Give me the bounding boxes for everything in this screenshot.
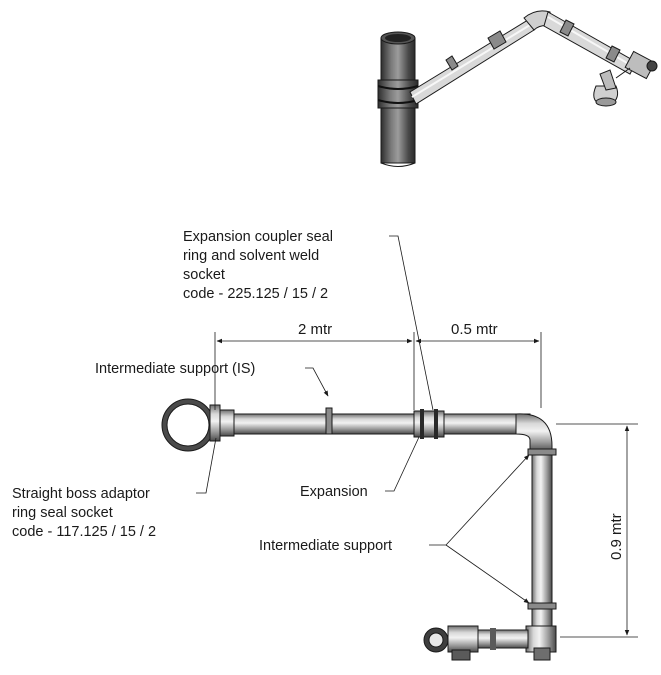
support-clip-horizontal (325, 407, 333, 435)
horizontal-pipe (233, 413, 531, 435)
dimension-09mtr: 0.9 mtr (556, 423, 638, 638)
dimension-2mtr: 2 mtr (214, 321, 415, 410)
callout-intermediate-support: Intermediate support (259, 454, 530, 604)
dimension-05mtr: 0.5 mtr (415, 321, 542, 408)
label-expansion-coupler-line3: socket (183, 267, 225, 283)
label-straight-boss-line3: code - 117.125 / 15 / 2 (12, 524, 156, 540)
vertical-pipe (531, 449, 553, 629)
dimension-label-2mtr: 2 mtr (298, 321, 332, 338)
label-expansion-coupler-line4: code - 225.125 / 15 / 2 (183, 286, 328, 302)
label-expansion-coupler-line2: ring and solvent weld (183, 248, 319, 264)
support-clip-upper (527, 448, 557, 456)
stack-pipe (377, 31, 419, 167)
callout-expansion: Expansion (300, 436, 420, 500)
stack-ring (161, 398, 215, 452)
dimension-label-09mtr: 0.9 mtr (608, 513, 625, 560)
callout-intermediate-support-is: Intermediate support (IS) (95, 361, 329, 397)
elbow-fitting (515, 413, 553, 453)
dimension-label-05mtr: 0.5 mtr (451, 321, 498, 338)
label-straight-boss-line1: Straight boss adaptor (12, 486, 150, 502)
trap-assembly (423, 625, 557, 661)
label-intermediate-support-is: Intermediate support (IS) (95, 361, 255, 377)
plan-view: 2 mtr 0.5 mtr 0.9 mtr Expansion coupler … (12, 229, 638, 661)
boss-adaptor (209, 404, 221, 442)
callout-expansion-coupler: Expansion coupler seal ring and solvent … (183, 229, 434, 411)
support-clip-lower (527, 602, 557, 610)
callout-straight-boss: Straight boss adaptor ring seal socket c… (12, 437, 217, 540)
isometric-branch (409, 10, 658, 107)
expansion-coupler (413, 409, 445, 439)
label-straight-boss-line2: ring seal socket (12, 505, 113, 521)
isometric-view (377, 10, 658, 167)
label-intermediate-support: Intermediate support (259, 538, 392, 554)
label-expansion-coupler-line1: Expansion coupler seal (183, 229, 333, 245)
label-expansion: Expansion (300, 484, 368, 500)
